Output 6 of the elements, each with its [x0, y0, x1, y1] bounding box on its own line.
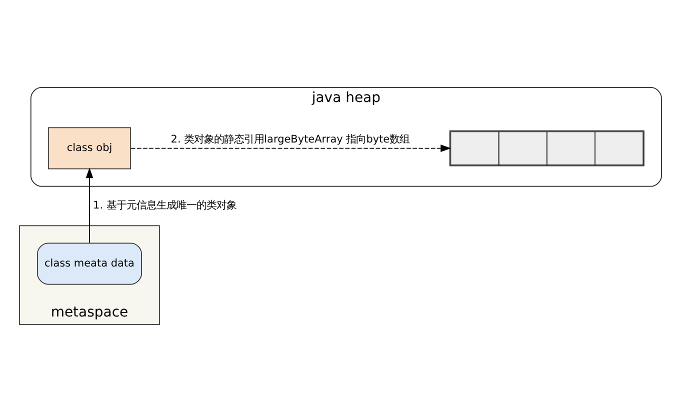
edge-label: 1. 基于元信息生成唯一的类对象 [93, 199, 236, 212]
node-box: class obj [48, 126, 132, 169]
node-box: class meata data [37, 242, 142, 284]
edge-label: 2. 类对象的静态引用largeByteArray 指向byte数组 [170, 133, 410, 146]
arrow [86, 167, 94, 243]
arrow [130, 144, 452, 152]
